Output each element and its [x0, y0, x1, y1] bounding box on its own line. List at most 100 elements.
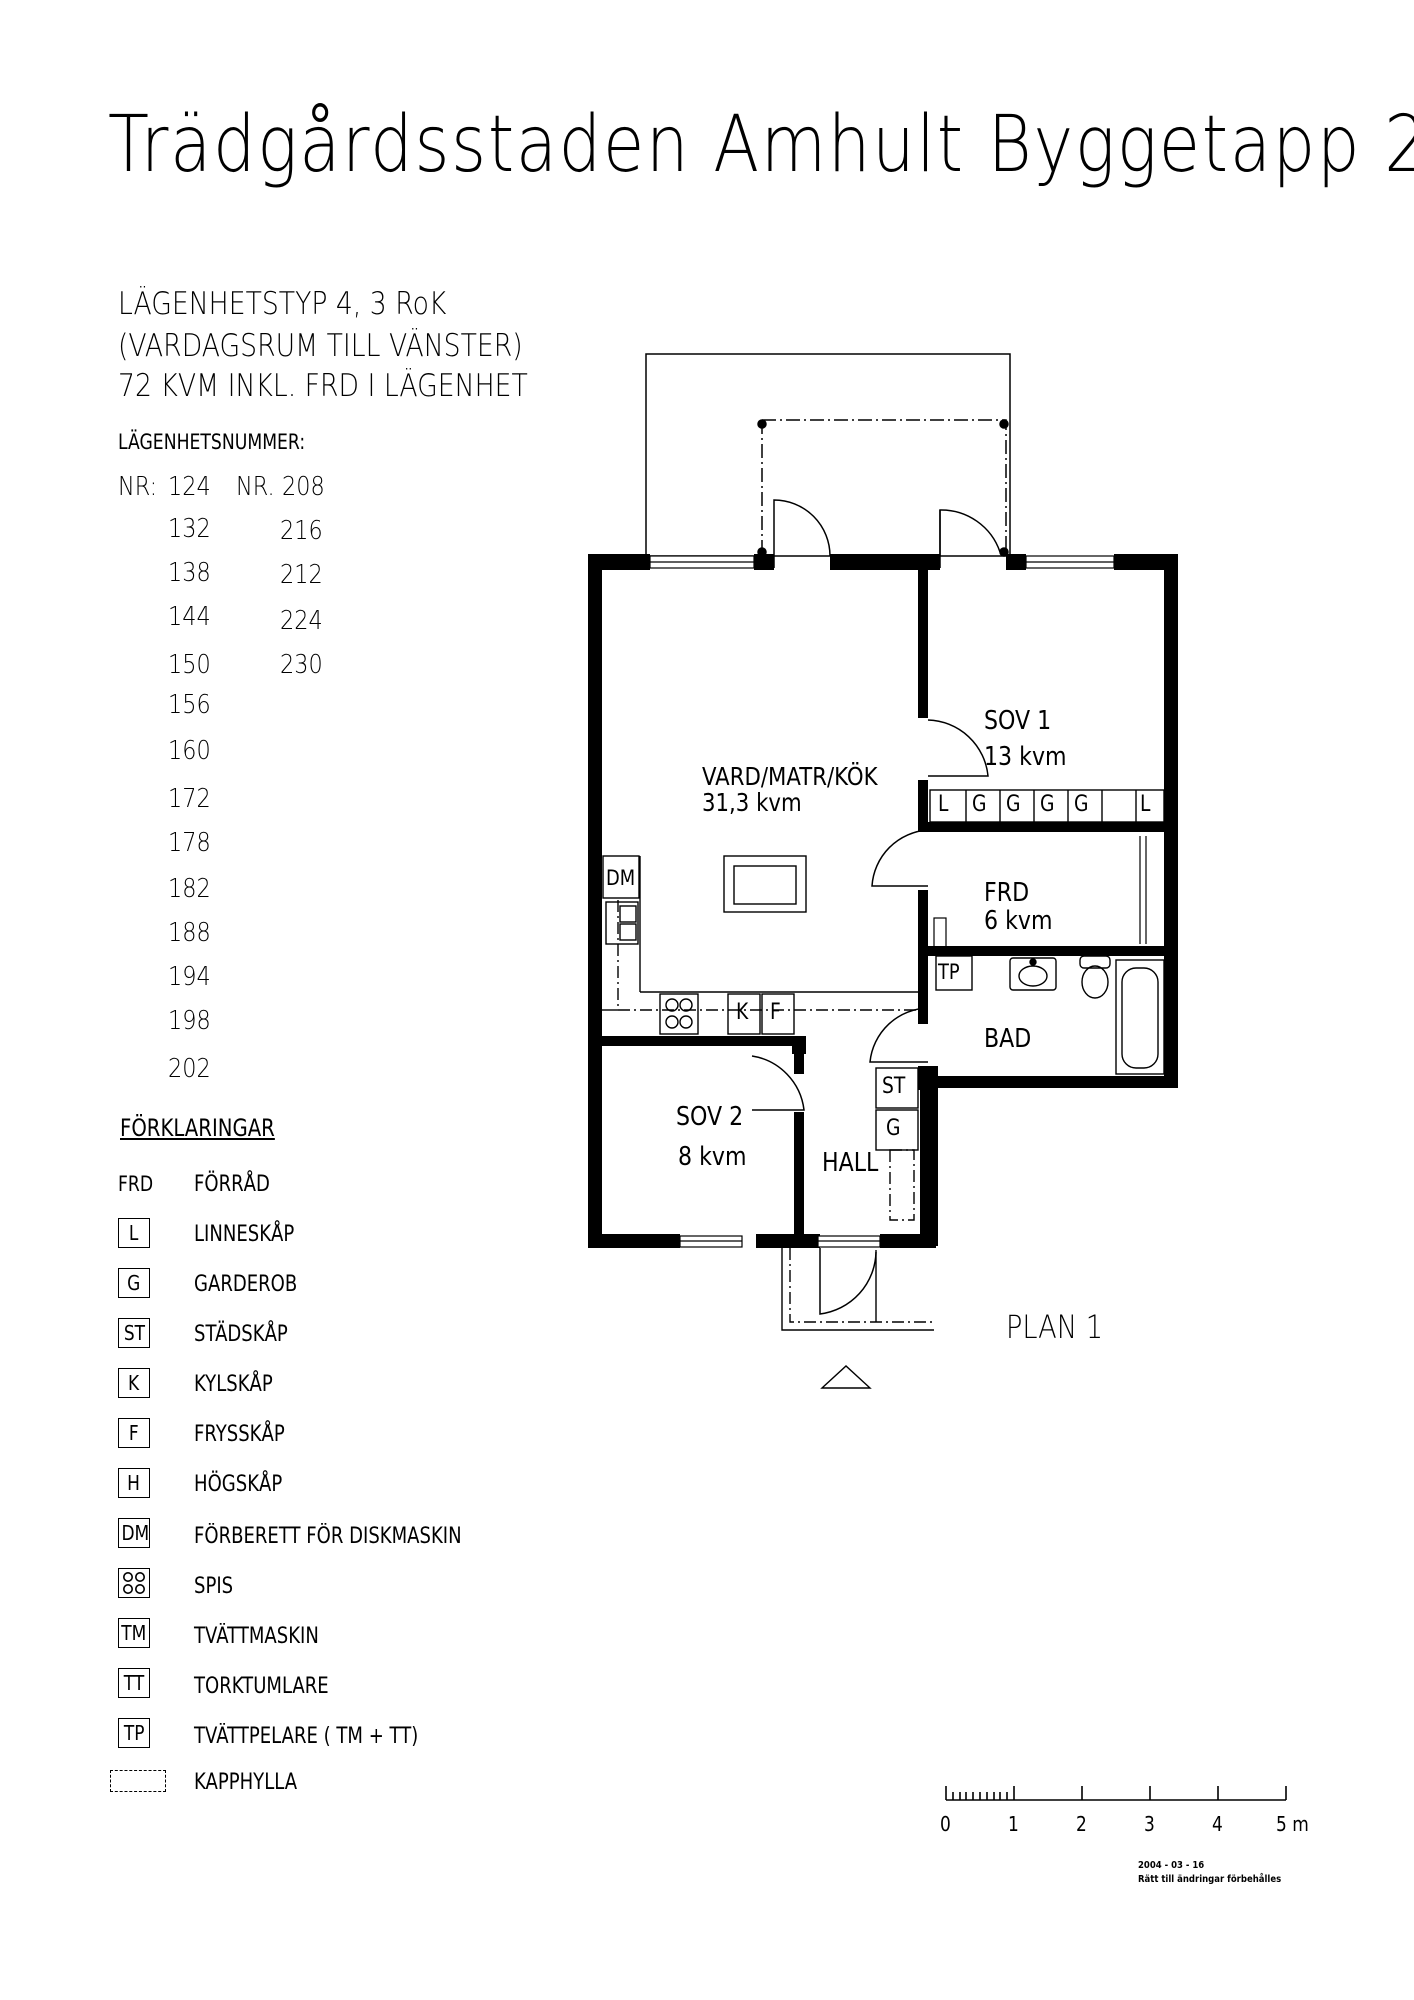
room-label-sov1: SOV 1 — [984, 706, 1052, 736]
legend-box: DM — [118, 1518, 150, 1548]
legend-label: FÖRBERETT FÖR DISKMASKIN — [194, 1524, 462, 1549]
unit-number: 156 — [168, 690, 211, 720]
disclaimer: Rätt till ändringar förbehålles — [1138, 1874, 1282, 1885]
scale-label: 5 m — [1276, 1812, 1309, 1836]
wardrobe-code: G — [972, 792, 987, 817]
entry-landing — [781, 1248, 934, 1331]
freezer-label: F — [770, 1000, 781, 1025]
legend-code: TP — [123, 1721, 145, 1745]
unit-prefix-1: NR: — [118, 472, 158, 502]
unit-number: 172 — [168, 784, 211, 814]
legend-box: H — [118, 1468, 150, 1498]
unit-number: 188 — [168, 918, 211, 948]
unit-number: 216 — [280, 516, 323, 546]
scale-label: 0 — [940, 1812, 951, 1836]
legend-label: KYLSKÅP — [194, 1372, 273, 1397]
fridge-label: K — [736, 1000, 749, 1025]
unit-number: 224 — [280, 606, 323, 636]
legend-code: TM — [121, 1621, 147, 1645]
dashed-box-icon — [110, 1770, 166, 1792]
unit-number: 144 — [168, 602, 211, 632]
legend-code: TT — [123, 1671, 145, 1695]
legend-label: HÖGSKÅP — [194, 1472, 283, 1497]
wardrobe-code: L — [938, 792, 949, 817]
windows — [649, 555, 1115, 1248]
legend-box: K — [118, 1368, 150, 1398]
legend-box: ST — [118, 1318, 150, 1348]
scale-label: 4 — [1212, 1812, 1223, 1836]
doors — [751, 499, 1007, 1315]
legend-label: STÄDSKÅP — [194, 1322, 288, 1347]
unit-number: 194 — [168, 962, 211, 992]
room-area-frd: 6 kvm — [984, 906, 1053, 936]
bathroom — [935, 955, 1165, 1075]
room-label-vard: VARD/MATR/KÖK — [702, 762, 878, 791]
legend-code: K — [128, 1371, 140, 1395]
cleaning-closet-label: ST — [882, 1074, 906, 1099]
legend-label: TVÄTTMASKIN — [194, 1624, 319, 1649]
legend-code: G — [127, 1271, 141, 1295]
legend-label: TORKTUMLARE — [194, 1674, 329, 1699]
unit-number: 160 — [168, 736, 211, 766]
legend-label: GARDEROB — [194, 1272, 298, 1297]
unit-number: 138 — [168, 558, 211, 588]
legend-label: KAPPHYLLA — [194, 1770, 298, 1795]
page-title: Trädgårdsstaden Amhult Byggetapp 2 — [108, 100, 1414, 190]
balcony-railing — [762, 419, 1007, 556]
unit-number: 212 — [280, 560, 323, 590]
dishwasher-label: DM — [606, 866, 636, 890]
room-label-hall: HALL — [822, 1148, 879, 1178]
room-area-vard: 31,3 kvm — [702, 788, 802, 817]
legend-code: DM — [121, 1521, 150, 1545]
scale-bar — [945, 1786, 1287, 1801]
wardrobe-code: G — [1006, 792, 1021, 817]
legend-code: H — [127, 1471, 141, 1495]
stove-burners — [123, 1572, 145, 1594]
legend-label: TVÄTTPELARE ( TM + TT) — [194, 1724, 419, 1749]
apartment-orientation: (VARDAGSRUM TILL VÄNSTER) — [118, 328, 523, 364]
unit-numbers-heading: LÄGENHETSNUMMER: — [118, 430, 306, 454]
legend-box: TM — [118, 1618, 150, 1648]
unit-number: 178 — [168, 828, 211, 858]
legend-box: G — [118, 1268, 150, 1298]
legend-label: FRYSSKÅP — [194, 1422, 285, 1447]
unit-number: 202 — [168, 1054, 211, 1084]
balcony-outline — [645, 353, 1011, 557]
legend-box: TT — [118, 1668, 150, 1698]
hall-cabinets — [875, 1067, 919, 1221]
entrance-arrow-icon — [820, 1365, 872, 1389]
room-area-sov1: 13 kvm — [984, 742, 1067, 772]
room-label-sov2: SOV 2 — [676, 1102, 744, 1132]
legend-code-frd: FRD — [118, 1172, 154, 1196]
room-label-bad: BAD — [984, 1024, 1032, 1054]
legend-box: F — [118, 1418, 150, 1448]
unit-prefix-2: NR. — [236, 472, 275, 502]
washer-tower-label: TP — [938, 960, 960, 984]
unit-number: 124 — [168, 472, 211, 502]
legend-title: FÖRKLARINGAR — [120, 1114, 275, 1142]
unit-number: 198 — [168, 1006, 211, 1036]
legend-code: F — [129, 1421, 139, 1445]
wardrobe-code: G — [1074, 792, 1089, 817]
legend-code: L — [129, 1221, 139, 1245]
stove-icon — [118, 1568, 150, 1598]
scale-label: 1 — [1008, 1812, 1019, 1836]
room-label-frd: FRD — [984, 878, 1030, 908]
plan-label: PLAN 1 — [1006, 1308, 1104, 1346]
unit-number: 182 — [168, 874, 211, 904]
unit-number: 230 — [280, 650, 323, 680]
unit-number: 132 — [168, 514, 211, 544]
legend-box: L — [118, 1218, 150, 1248]
kitchen — [602, 855, 922, 1035]
legend-code: ST — [123, 1321, 145, 1345]
scale-label: 3 — [1144, 1812, 1155, 1836]
legend-box: TP — [118, 1718, 150, 1748]
wardrobe-code: G — [1040, 792, 1055, 817]
scale-label: 2 — [1076, 1812, 1087, 1836]
walls — [588, 554, 1178, 1248]
unit-number: 150 — [168, 650, 211, 680]
legend-label: SPIS — [194, 1574, 234, 1599]
drawing-date: 2004 - 03 - 16 — [1138, 1860, 1205, 1871]
legend-label: FÖRRÅD — [194, 1172, 270, 1197]
